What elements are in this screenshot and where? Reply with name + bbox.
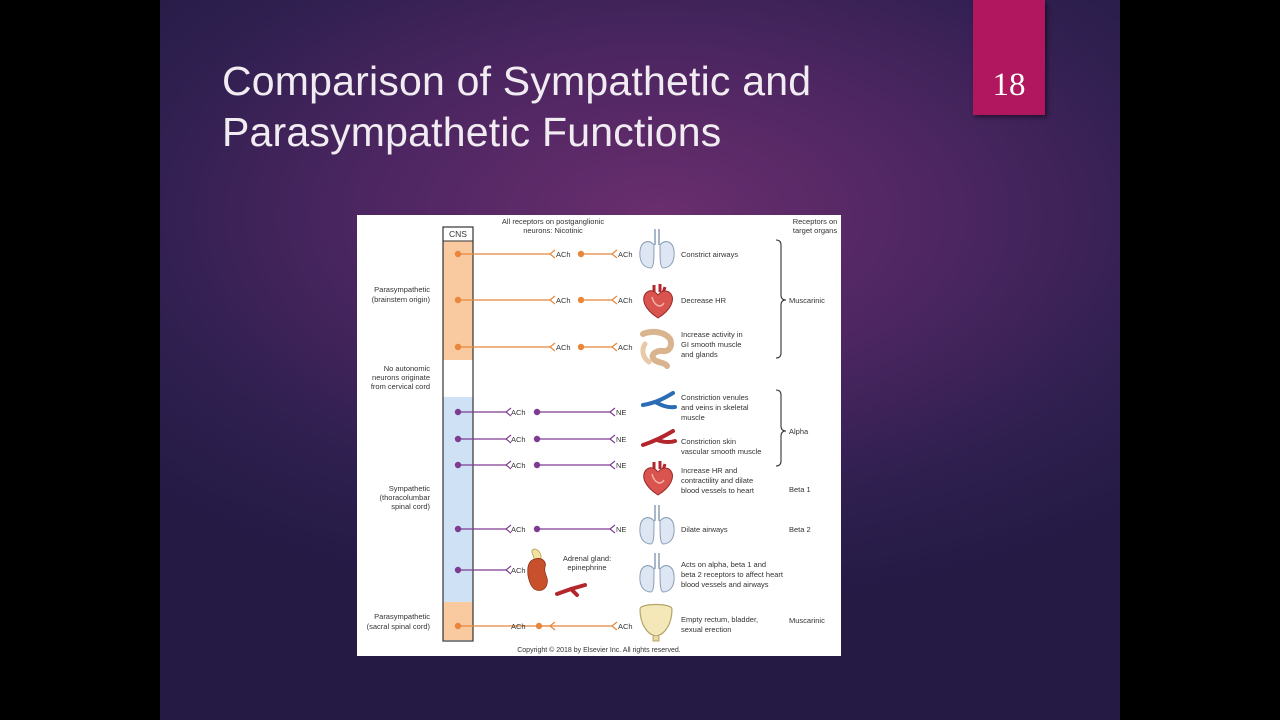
- page-number: 18: [992, 67, 1026, 103]
- copyright-notice: Copyright © 2018 by Elsevier Inc. All ri…: [517, 646, 681, 654]
- label-para-brainstem-1: Parasympathetic: [374, 285, 430, 294]
- slide-title: Comparison of Sympathetic and Parasympat…: [222, 56, 942, 158]
- ach-label: ACh: [618, 296, 633, 305]
- effect-venules-3: muscle: [681, 413, 705, 422]
- ne-label: NE: [616, 435, 626, 444]
- nicotinic-header-1: All receptors on postganglionic: [502, 217, 604, 226]
- artery-icon: [641, 429, 677, 447]
- cns-parasympathetic-sacral-region: [443, 602, 473, 640]
- heart-icon: [642, 282, 674, 320]
- ach-label: ACh: [556, 343, 571, 352]
- title-line-1: Comparison of Sympathetic and: [222, 58, 812, 104]
- label-para-sacral-1: Parasympathetic: [374, 612, 430, 621]
- ach-label: ACh: [511, 525, 526, 534]
- receptor-muscarinic: Muscarinic: [789, 296, 825, 305]
- adrenal-label-2: epinephrine: [567, 563, 606, 572]
- effect-constrict-airways: Constrict airways: [681, 250, 738, 259]
- ganglion-dot: [535, 622, 543, 630]
- preganglionic-dot: [454, 250, 462, 258]
- ach-label: ACh: [511, 408, 526, 417]
- receptor-alpha: Alpha: [789, 427, 809, 436]
- effect-dilate-airways: Dilate airways: [681, 525, 728, 534]
- ach-label: ACh: [511, 461, 526, 470]
- effect-increase-hr-3: blood vessels to heart: [681, 486, 755, 495]
- effect-skin-2: vascular smooth muscle: [681, 447, 761, 456]
- effect-increase-hr-1: Increase HR and: [681, 466, 737, 475]
- muscarinic-brace: [775, 239, 787, 359]
- preganglionic-dot: [454, 296, 462, 304]
- ach-label: ACh: [511, 435, 526, 444]
- cns-column: [442, 226, 474, 642]
- lungs-icon: [639, 228, 675, 269]
- receptors-header-2: target organs: [793, 226, 837, 235]
- heart-icon: [642, 459, 674, 497]
- label-no-autonomic-3: from cervical cord: [371, 382, 430, 391]
- lungs-icon: [639, 504, 675, 545]
- adrenal-gland-icon: [527, 548, 548, 591]
- ganglion-dot: [577, 250, 585, 258]
- label-para-brainstem-2: (brainstem origin): [372, 295, 431, 304]
- receptor-beta2: Beta 2: [789, 525, 811, 534]
- alpha-brace: [775, 389, 787, 467]
- vein-icon: [641, 391, 677, 410]
- effect-empty-rectum-2: sexual erection: [681, 625, 731, 634]
- ach-label: ACh: [618, 343, 633, 352]
- ach-label: ACh: [511, 566, 526, 575]
- label-sympathetic-1: Sympathetic: [389, 484, 431, 493]
- ne-label: NE: [616, 525, 626, 534]
- slide: Comparison of Sympathetic and Parasympat…: [160, 0, 1120, 720]
- adrenal-label-1: Adrenal gland:: [563, 554, 611, 563]
- effect-gi-3: and glands: [681, 350, 718, 359]
- label-no-autonomic-2: neurons originate: [372, 373, 430, 382]
- label-para-sacral-2: (sacral spinal cord): [367, 622, 431, 631]
- ach-label: ACh: [556, 296, 571, 305]
- receptors-header-1: Receptors on: [793, 217, 838, 226]
- blood-vessel-icon: [555, 583, 587, 597]
- ne-label: NE: [616, 461, 626, 470]
- ach-label: ACh: [618, 622, 633, 631]
- receptor-beta1: Beta 1: [789, 485, 811, 494]
- autonomic-diagram-figure: CNS All receptors on postganglionic neur…: [357, 215, 841, 656]
- ganglion-dot: [577, 296, 585, 304]
- effect-gi-1: Increase activity in: [681, 330, 743, 339]
- effect-empty-rectum-1: Empty rectum, bladder,: [681, 615, 758, 624]
- preganglionic-dot: [454, 622, 462, 630]
- effect-increase-hr-2: contractility and dilate: [681, 476, 753, 485]
- effect-decrease-hr: Decrease HR: [681, 296, 727, 305]
- effect-acts-on-1: Acts on alpha, beta 1 and: [681, 560, 766, 569]
- receptor-muscarinic-sacral: Muscarinic: [789, 616, 825, 625]
- effect-acts-on-3: blood vessels and airways: [681, 580, 769, 589]
- lungs-icon: [639, 552, 675, 593]
- label-no-autonomic-1: No autonomic: [384, 364, 431, 373]
- effect-venules-2: and veins in skeletal: [681, 403, 749, 412]
- page-number-badge: 18: [973, 0, 1045, 115]
- effect-venules-1: Constriction venules: [681, 393, 749, 402]
- label-sympathetic-3: spinal cord): [391, 502, 430, 511]
- ne-label: NE: [616, 408, 626, 417]
- title-line-2: Parasympathetic Functions: [222, 109, 722, 155]
- effect-skin-1: Constriction skin: [681, 437, 736, 446]
- preganglionic-dot: [454, 343, 462, 351]
- ach-label: ACh: [556, 250, 571, 259]
- effect-gi-2: GI smooth muscle: [681, 340, 741, 349]
- cns-label: CNS: [449, 229, 467, 239]
- ach-label: ACh: [511, 622, 526, 631]
- bladder-icon: [639, 603, 673, 642]
- autonomic-diagram: CNS All receptors on postganglionic neur…: [367, 217, 838, 654]
- label-sympathetic-2: (thoracolumbar: [380, 493, 431, 502]
- effect-acts-on-2: beta 2 receptors to affect heart: [681, 570, 784, 579]
- ganglion-dot: [577, 343, 585, 351]
- ach-label: ACh: [618, 250, 633, 259]
- gi-tract-icon: [643, 332, 671, 366]
- nicotinic-header-2: neurons: Nicotinic: [523, 226, 583, 235]
